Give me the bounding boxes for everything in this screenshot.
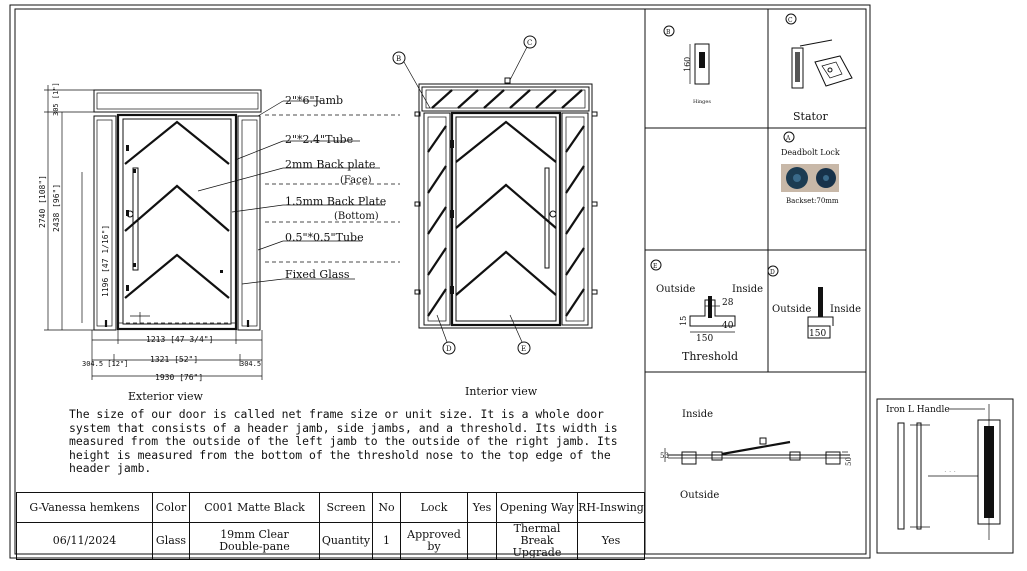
interior-door-drawing bbox=[414, 77, 598, 329]
approved-label: Approved by bbox=[400, 522, 468, 560]
lock-callout: A bbox=[785, 135, 791, 142]
threshold-inside: Inside bbox=[732, 284, 763, 295]
exterior-dimension-lines bbox=[44, 85, 263, 380]
label-backplate-face: 2mm Back plate bbox=[285, 158, 375, 171]
hinges-callout: B bbox=[666, 29, 671, 36]
approved-value bbox=[467, 522, 497, 560]
screen-label: Screen bbox=[319, 492, 373, 523]
threshold-dim-150: 150 bbox=[696, 334, 713, 344]
dim-side-right-label: 304.5 bbox=[240, 360, 261, 368]
dim-door-height-label: 2438 [96"] bbox=[52, 184, 61, 232]
dim-frame-width-label: 1321 [52"] bbox=[150, 355, 198, 364]
dim-total-height-label: 2740 [108"] bbox=[38, 175, 47, 228]
door-size-note: The size of our door is called net frame… bbox=[69, 407, 618, 476]
stator-detail: C Stator bbox=[785, 13, 853, 123]
exterior-leader-lines bbox=[197, 100, 400, 285]
svg-text:· · ·: · · · bbox=[944, 469, 956, 474]
detail-grid bbox=[644, 9, 866, 554]
callout-e: E bbox=[521, 345, 526, 353]
color-label: Color bbox=[152, 492, 190, 523]
drawing-date: 06/11/2024 bbox=[16, 522, 153, 560]
label-jamb: 2"*6"Jamb bbox=[285, 94, 343, 107]
threshold-dim-28: 28 bbox=[722, 298, 734, 308]
interior-view-title: Interior view bbox=[465, 385, 538, 398]
handle-detail-border bbox=[876, 398, 1014, 554]
lock-title: Deadbolt Lock bbox=[781, 148, 840, 157]
lock-label: Lock bbox=[400, 492, 468, 523]
exterior-view-title: Exterior view bbox=[128, 390, 204, 403]
title-block: G-Vanessa hemkens Color C001 Matte Black… bbox=[16, 492, 645, 560]
threshold-dim-15: 15 bbox=[679, 316, 688, 326]
opening-label: Opening Way bbox=[496, 492, 578, 523]
plan-dim-53: 53 bbox=[660, 452, 669, 460]
callout-c: C bbox=[527, 39, 532, 47]
label-backplate-bottom-sub: (Bottom) bbox=[334, 211, 379, 222]
handle-detail-drawing: Iron L Handle · · · bbox=[886, 404, 1001, 540]
threshold-outside: Outside bbox=[656, 284, 695, 295]
exterior-dimension-labels: 305 [1"] 2740 [108"] 2438 [96"] 1196 [47… bbox=[38, 82, 261, 382]
customer-name: G-Vanessa hemkens bbox=[16, 492, 153, 523]
thermal-label-line1: Thermal bbox=[513, 522, 561, 535]
threshold-detail: E Outside Inside 28 40 15 150 Threshold bbox=[650, 259, 763, 363]
glass-value-line2: Double-pane bbox=[219, 540, 290, 553]
color-value: C001 Matte Black bbox=[189, 492, 320, 523]
sill-dim-150: 150 bbox=[809, 329, 826, 339]
callout-d: D bbox=[446, 345, 452, 353]
stator-caption: Stator bbox=[793, 110, 829, 123]
dim-door-width-label: 1213 [47 3/4"] bbox=[146, 335, 213, 344]
quantity-value: 1 bbox=[372, 522, 401, 560]
hinges-detail: B 160 Hinges bbox=[663, 25, 711, 105]
label-backplate-bottom: 1.5mm Back Plate bbox=[285, 195, 386, 208]
screen-value: No bbox=[372, 492, 401, 523]
callout-b: B bbox=[396, 55, 401, 63]
sill-inside: Inside bbox=[830, 304, 861, 315]
dim-side-left-label: 304.5 [12"] bbox=[82, 360, 128, 368]
threshold-callout: E bbox=[653, 263, 657, 270]
sill-outside: Outside bbox=[772, 304, 811, 315]
lock-value: Yes bbox=[467, 492, 497, 523]
plan-section-detail: Inside Outside 53 50 bbox=[660, 409, 853, 501]
glass-label: Glass bbox=[152, 522, 190, 560]
label-small-tube: 0.5"*0.5"Tube bbox=[285, 231, 364, 244]
thermal-value: Yes bbox=[577, 522, 645, 560]
thermal-label-line2: Break Upgrade bbox=[512, 534, 562, 559]
opening-value: RH-Inswing bbox=[577, 492, 645, 523]
threshold-dim-40: 40 bbox=[722, 321, 734, 331]
hinges-caption: Hinges bbox=[693, 99, 711, 105]
stator-callout: C bbox=[788, 17, 793, 24]
sill-detail: D Outside Inside 150 bbox=[767, 265, 861, 339]
dim-handle-label: 1196 [47 1/16"] bbox=[101, 225, 110, 297]
handle-title: Iron L Handle bbox=[886, 405, 950, 415]
plan-dim-50: 50 bbox=[845, 457, 853, 466]
quantity-label: Quantity bbox=[319, 522, 373, 560]
lock-backset: Backset:70mm bbox=[786, 197, 839, 205]
sill-callout: D bbox=[770, 269, 775, 276]
dim-top-label: 305 [1"] bbox=[52, 82, 60, 116]
interior-callouts: B C D E Interior view bbox=[392, 35, 538, 398]
threshold-caption: Threshold bbox=[682, 350, 738, 363]
hinges-dim: 160 bbox=[683, 57, 692, 72]
glass-value-line1: 19mm Clear bbox=[220, 528, 289, 541]
label-fixed-glass: Fixed Glass bbox=[285, 268, 350, 281]
dim-total-width-label: 1930 [76"] bbox=[155, 373, 203, 382]
lock-detail: A Deadbolt Lock Backset:70mm bbox=[781, 131, 840, 205]
label-tube: 2"*2.4"Tube bbox=[285, 133, 353, 146]
plan-outside: Outside bbox=[680, 490, 719, 501]
exterior-part-labels: 2"*6"Jamb 2"*2.4"Tube 2mm Back plate (Fa… bbox=[128, 94, 386, 403]
plan-inside: Inside bbox=[682, 409, 713, 420]
exterior-door-drawing bbox=[93, 89, 262, 331]
label-backplate-face-sub: (Face) bbox=[340, 175, 372, 186]
